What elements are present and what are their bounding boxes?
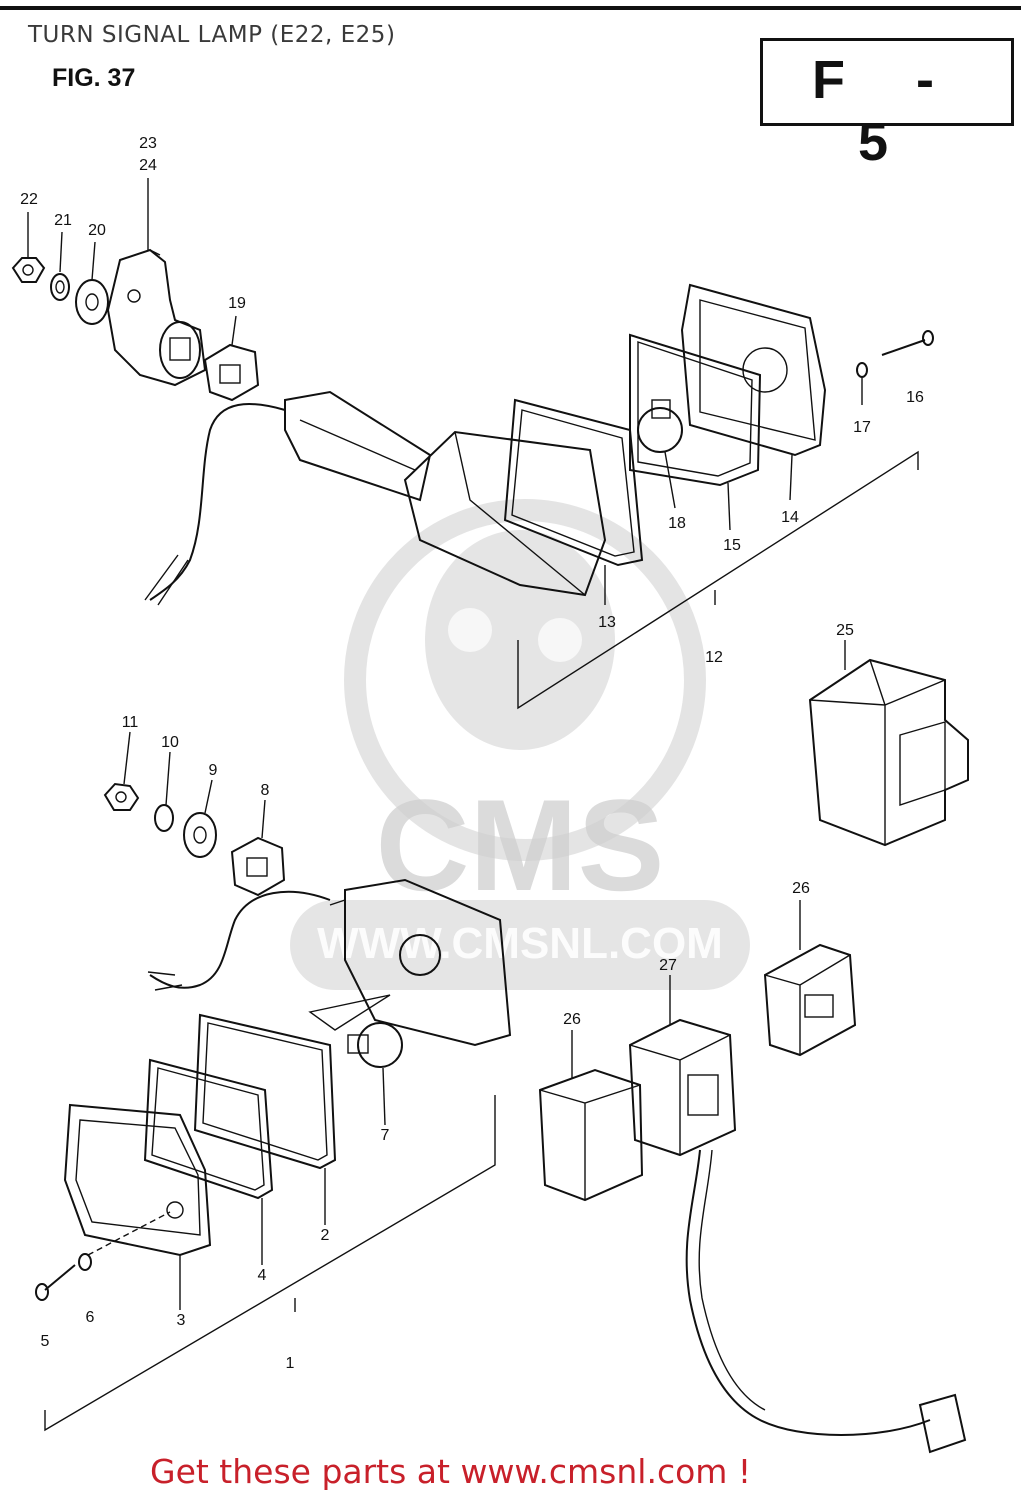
label-part-6: 6	[86, 1309, 95, 1326]
grommet-19	[203, 343, 260, 402]
washer-20	[75, 279, 109, 325]
label-part-24: 24	[139, 157, 157, 174]
page-code: F - 5	[812, 50, 962, 172]
label-part-16: 16	[906, 389, 924, 406]
page-title: TURN SIGNAL LAMP (E22, E25)	[28, 22, 396, 48]
leader-lines	[27, 178, 863, 1310]
screw-16	[881, 330, 934, 356]
lower-wire	[149, 890, 331, 989]
bulb-18	[637, 399, 683, 453]
label-part-17: 17	[853, 419, 871, 436]
part-number-labels: 1 2 3 4 5 6 7 8 9 10 11 12 13 14 15 16 1…	[20, 135, 924, 1372]
label-part-5: 5	[41, 1333, 50, 1350]
upper-wire	[149, 403, 286, 601]
upper-lamp-housing	[403, 430, 607, 597]
bulb-7	[308, 994, 403, 1068]
lower-lamp-base	[344, 878, 512, 1047]
unit-27	[628, 1018, 967, 1454]
unit-27-wire	[685, 1149, 931, 1436]
watermark-logo: CMS WWW.CMSNL.COM	[290, 499, 750, 990]
label-part-13: 13	[598, 614, 616, 631]
washer-6	[78, 1253, 92, 1271]
gasket-2	[193, 1013, 337, 1170]
label-part-10: 10	[161, 734, 179, 751]
lockwasher-21	[50, 273, 70, 301]
label-part-15: 15	[723, 537, 741, 554]
label-part-8: 8	[261, 782, 270, 799]
screw-5	[35, 1264, 76, 1301]
label-part-19: 19	[228, 295, 246, 312]
figure-label: FIG. 37	[52, 64, 136, 92]
label-part-27: 27	[659, 957, 677, 974]
watermark-logo-text: CMS	[376, 772, 665, 918]
washer-17	[856, 362, 868, 378]
label-part-3: 3	[177, 1312, 186, 1329]
nut-22	[11, 257, 46, 283]
relay-25	[808, 658, 969, 847]
lens-14	[680, 283, 827, 457]
lower-turn-signal-assembly	[35, 782, 512, 1432]
label-part-20: 20	[88, 222, 106, 239]
label-part-25: 25	[836, 622, 854, 639]
lens-3	[63, 1103, 212, 1257]
upper-stem	[284, 390, 432, 502]
connector	[918, 1393, 967, 1454]
label-part-18: 18	[668, 515, 686, 532]
label-part-1: 1	[286, 1355, 295, 1372]
label-part-26-right: 26	[792, 880, 810, 897]
gasket-4	[143, 1058, 274, 1200]
label-part-4: 4	[258, 1267, 267, 1284]
label-part-7: 7	[381, 1127, 390, 1144]
page-code-box: F - 5	[760, 38, 1014, 172]
grommet-8	[230, 836, 286, 897]
nut-11	[103, 782, 140, 811]
label-part-22: 22	[20, 191, 38, 208]
bracket-23-24	[106, 248, 207, 387]
label-part-12: 12	[705, 649, 723, 666]
label-part-9: 9	[209, 762, 218, 779]
washer-9	[183, 812, 217, 858]
upper-turn-signal-assembly	[11, 248, 934, 710]
label-part-11: 11	[122, 714, 139, 731]
label-part-2: 2	[321, 1227, 330, 1244]
gasket-13	[503, 398, 644, 567]
label-part-14: 14	[781, 509, 799, 526]
gasket-15	[629, 333, 762, 487]
label-part-26-left: 26	[563, 1011, 581, 1028]
relay-26-right	[763, 943, 857, 1057]
footer-parts-link[interactable]: Get these parts at www.cmsnl.com !	[150, 1452, 752, 1491]
label-part-23: 23	[139, 135, 157, 152]
watermark-url-text: WWW.CMSNL.COM	[317, 919, 723, 968]
lockwasher-10	[154, 804, 174, 832]
relay-26-left	[538, 1068, 644, 1202]
label-part-21: 21	[54, 212, 72, 229]
